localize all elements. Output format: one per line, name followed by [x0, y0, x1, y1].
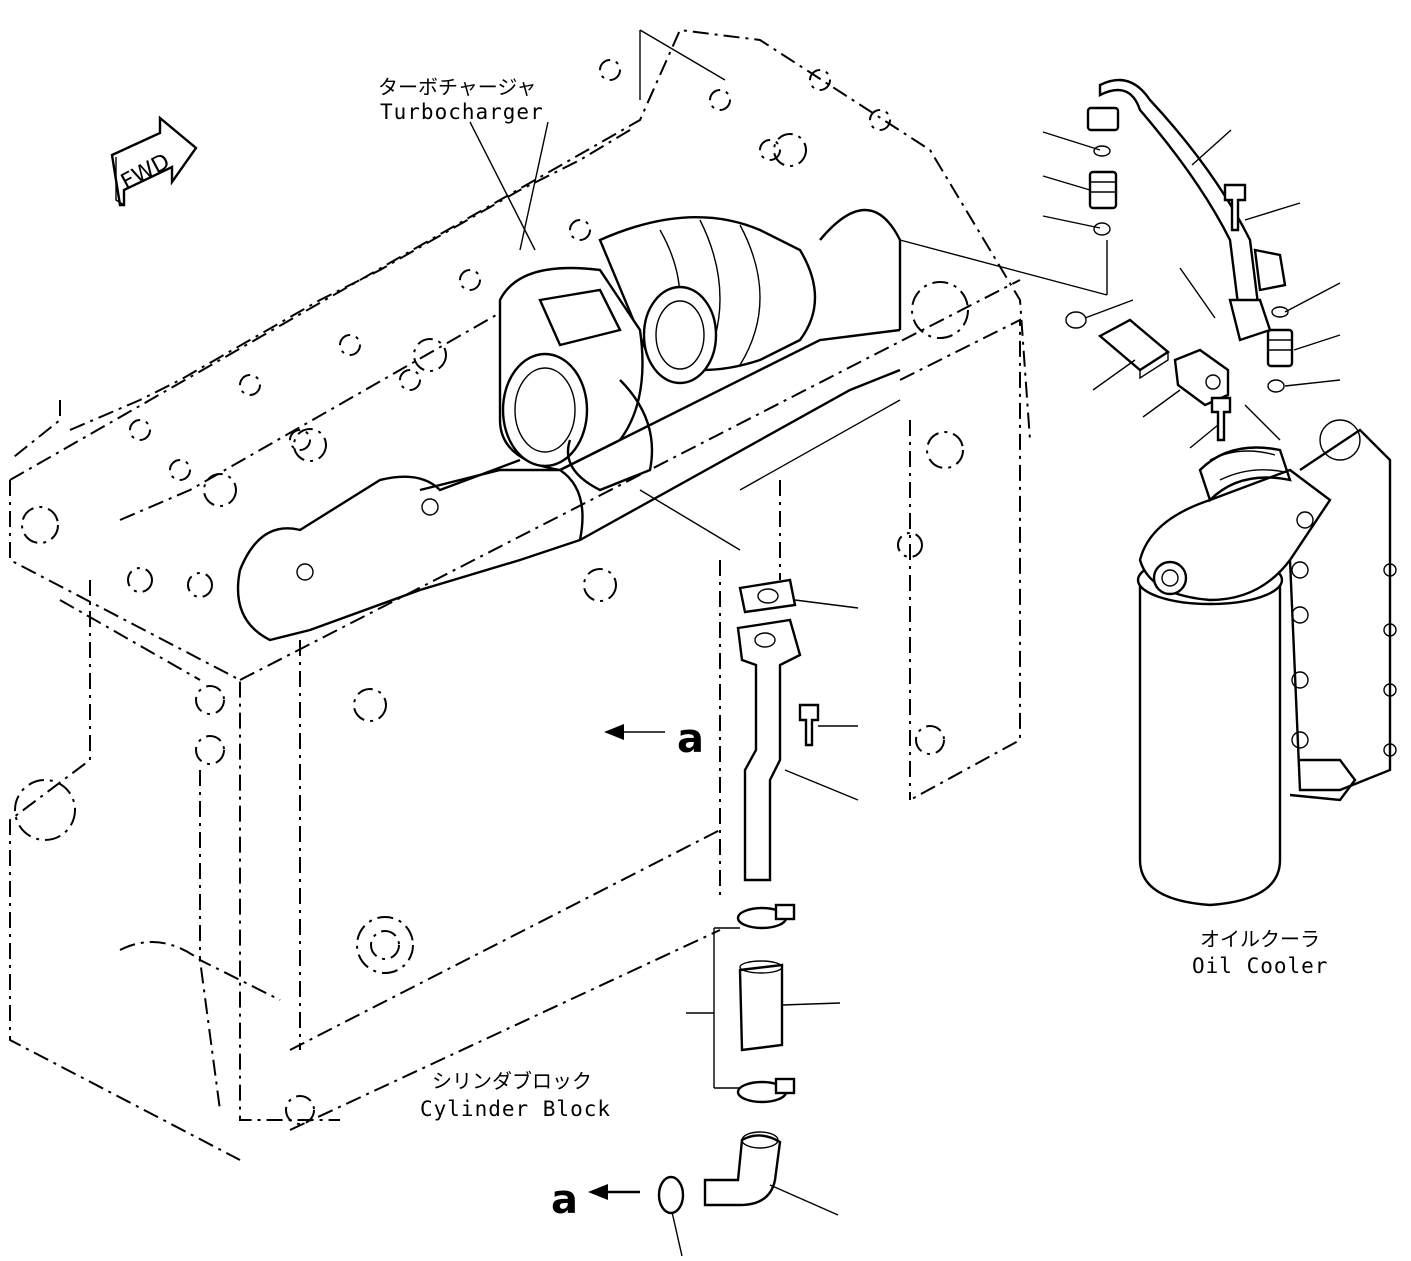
- drain-gasket: [738, 578, 797, 614]
- turbocharger-label-en: Turbocharger: [380, 100, 544, 124]
- ref-arrow-right: [604, 724, 624, 740]
- ref-label-a-right: a: [677, 716, 704, 762]
- hose-clamps: [736, 903, 796, 1104]
- cylinder-block-label-jp: シリンダブロック: [432, 1069, 592, 1093]
- arrow-left-icon: [604, 724, 624, 740]
- drain-pipe: [736, 618, 802, 882]
- oil-cooler: [1136, 419, 1397, 907]
- fwd-label: FWD: [117, 149, 174, 195]
- o-ring: [657, 1175, 685, 1215]
- fwd-arrow-icon: FWD: [110, 115, 198, 207]
- cylinder-block-outline: [9, 28, 1031, 1161]
- exhaust-manifold: [236, 208, 902, 642]
- ref-arrow-bottom: [588, 1184, 640, 1200]
- connector-fittings: [1088, 170, 1294, 368]
- elbow-tube: [703, 1131, 782, 1207]
- cylinder-block-label-en: Cylinder Block: [420, 1097, 611, 1121]
- turbo-oil-supply-pipe: [1086, 78, 1287, 342]
- arrow-left-icon: [588, 1184, 608, 1200]
- rubber-hose: [738, 960, 784, 1052]
- gasket-washers: [1065, 145, 1289, 393]
- oil-cooler-label-jp: オイルクーラ: [1200, 927, 1320, 951]
- oil-cooler-label-en: Oil Cooler: [1192, 954, 1328, 978]
- ref-label-a-bottom: a: [551, 1177, 578, 1223]
- leader-lines: [469, 29, 1341, 1257]
- bolts: [798, 183, 1247, 747]
- turbocharger: [498, 215, 817, 492]
- pipe-clamp-bracket: [1173, 348, 1230, 407]
- turbocharger-label-jp: ターボチャージャ: [378, 75, 536, 99]
- spacer-block: [1097, 318, 1171, 380]
